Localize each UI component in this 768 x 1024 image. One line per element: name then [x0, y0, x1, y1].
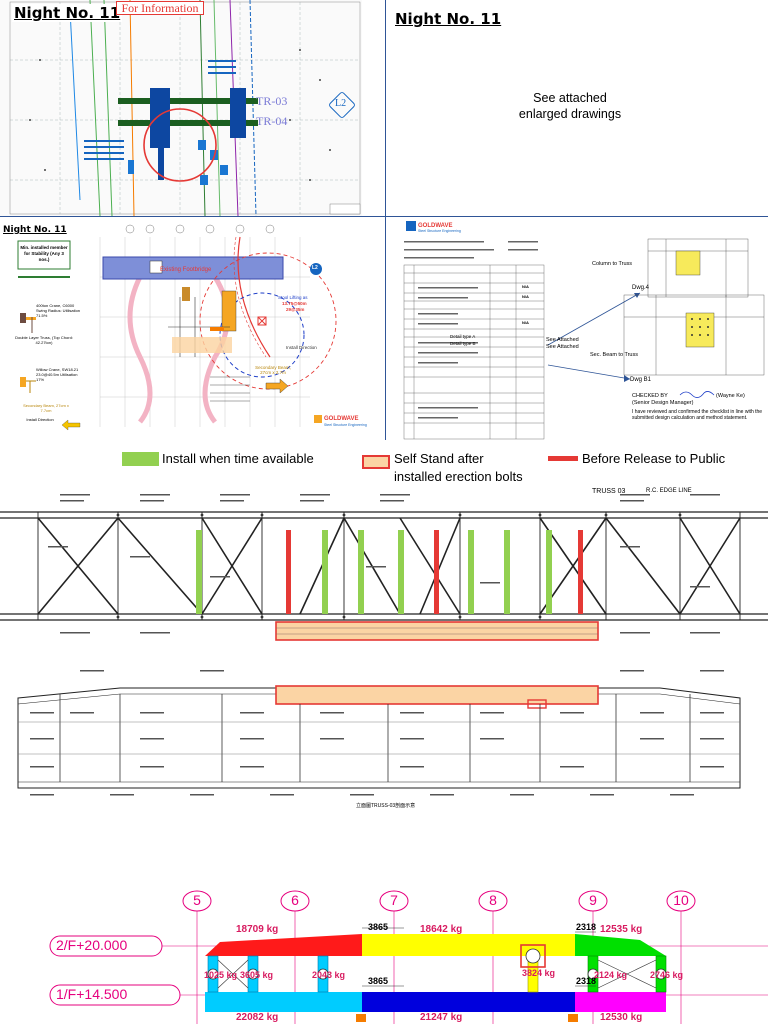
footbridge-label: Existing Footbridge — [160, 267, 212, 273]
dim-label-2: 3865 — [368, 976, 389, 986]
column-weight-3: 2043 kg — [312, 970, 346, 980]
truss-text: Double Layer Truss, (Top Chord: 42.27ton… — [15, 335, 73, 345]
na-label-2: N/A — [522, 294, 529, 299]
legend-swatch-self-stand — [362, 455, 390, 469]
top-right-title: Night No. 11 — [395, 10, 502, 28]
checklist-logo-icon — [406, 221, 416, 231]
grid-label-8: 8 — [489, 892, 497, 908]
divider-vertical-mid — [385, 216, 386, 440]
column-weight-5: 2124 kg — [594, 970, 628, 980]
na-label-1: N/A — [522, 284, 529, 289]
see-attached-line1: See attached — [533, 91, 607, 105]
goldwave-logo-icon — [314, 415, 322, 423]
dim-label-3: 2318 — [576, 922, 597, 932]
install-direction-text-2: Install Direction — [286, 345, 317, 350]
see-attached-note: See attached enlarged drawings — [490, 90, 650, 122]
checked-name: (Wayne Ke) — [716, 393, 745, 399]
legend-label-install: Install when time available — [162, 451, 314, 466]
detail-type-a: Detail type A — [450, 334, 476, 339]
tr04-label: TR-04 — [256, 114, 288, 128]
lifting-radius-val2: 29@35m — [286, 307, 305, 312]
see-attached-label-2: See Attached — [546, 344, 579, 350]
rc-edge-line-label: R.C. EDGE LINE — [646, 488, 692, 494]
l2-bubble-label: L2 — [312, 265, 318, 271]
goldwave-logo-text: GOLDWAVE — [324, 416, 359, 422]
divider-horizontal-1 — [0, 216, 768, 217]
divider-vertical-top — [385, 0, 386, 216]
detail-type-b: Detail type B — [450, 341, 476, 346]
na-label-3: N/A — [522, 320, 529, 325]
checked-role: (Senior Design Manager) — [632, 400, 694, 406]
checklist-logo-subtext: Steel Structure Engineering — [418, 229, 461, 233]
level-label-1f: 1/F+14.500 — [56, 986, 128, 1002]
site-plan-drawing: Night No. 11 For Information TR-03 TR-04… — [0, 0, 362, 216]
see-attached-line2: enlarged drawings — [518, 107, 622, 121]
legend-swatch-red — [548, 456, 578, 461]
grid-label-10: 10 — [673, 892, 689, 908]
lifting-radius-val1: 13.75@50m — [282, 301, 307, 306]
crane-plan-panel: Night No. 11 Min. installed member for S… — [0, 217, 385, 440]
checked-by-label: CHECKED BY — [632, 393, 668, 399]
column-weight-4: 3824 kg — [522, 968, 556, 978]
crane2-text: Willow Crane, SW18.21 23.0@40.5m Utilisa… — [36, 367, 79, 382]
top-left-title: Night No. 11 — [12, 4, 123, 22]
mid-left-title: Night No. 11 — [3, 225, 67, 235]
legend-label-before-release: Before Release to Public — [582, 451, 726, 466]
sec-beam-to-truss-label: Sec. Beam to Truss — [590, 352, 638, 358]
stability-box-title: Min. installed member for Stability (Any… — [20, 245, 68, 262]
column-to-truss-label: Column to Truss — [592, 261, 633, 267]
lifting-radius-label: Stool Lifting as — [278, 295, 308, 300]
review-statement: I have reviewed and confirmed the checkl… — [632, 409, 763, 421]
section-caption: 立面圖TRUSS-03剖面示意 — [356, 803, 416, 809]
column-weight-1: 1025 kg — [204, 970, 238, 980]
truss-section-drawing: 立面圖TRUSS-03剖面示意 — [0, 662, 768, 814]
grid-label-9: 9 — [589, 892, 597, 908]
grid-label-5: 5 — [193, 892, 201, 908]
l2-label: L2 — [335, 98, 347, 109]
bottom-weight-3: 12530 kg — [600, 1012, 643, 1023]
grid-label-6: 6 — [291, 892, 299, 908]
level-label-2f: 2/F+20.000 — [56, 937, 128, 953]
crane1-text: 400ton Crane, C6000 Swing Radius: Utilis… — [36, 303, 81, 318]
weight-diagram: 5 6 7 8 9 10 2/F+20.000 1/F+14.500 18709… — [0, 884, 768, 1024]
top-weight-3: 12535 kg — [600, 924, 643, 935]
for-information-stamp: For Information — [116, 1, 204, 15]
install-direction-text: Install Direction — [26, 417, 54, 422]
top-weight-2: 18642 kg — [420, 924, 463, 935]
legend-swatch-green — [122, 452, 159, 466]
tr03-label: TR-03 — [256, 94, 288, 108]
goldwave-logo-subtext: Steel Structure Engineering — [324, 423, 367, 427]
dim-label-1: 3865 — [368, 922, 389, 932]
bottom-weight-1: 22082 kg — [236, 1012, 279, 1023]
goldwave-logo: GOLDWAVE — [314, 415, 359, 423]
see-attached-label-1: See Attached — [546, 337, 579, 343]
grid-label-7: 7 — [390, 892, 398, 908]
legend-label-self-stand-2: installed erection bolts — [394, 469, 523, 484]
checklist-panel: GOLDWAVE Steel Structure Engineering Col… — [386, 217, 768, 440]
secondary-beam-text-2: Secondary Beam, 27cm x 2.7m — [255, 365, 291, 375]
legend-label-self-stand-1: Self Stand after — [394, 451, 484, 466]
column-weight-6: 2746 kg — [650, 970, 684, 980]
top-weight-1: 18709 kg — [236, 924, 279, 935]
bottom-weight-2: 21247 kg — [420, 1012, 463, 1023]
truss-elevation-drawing: TRUSS 03 R.C. EDGE LINE — [0, 486, 768, 648]
dwg-b1-label: Dwg B1 — [630, 377, 652, 383]
checklist-logo-text: GOLDWAVE — [418, 223, 453, 229]
secondary-beam-text: Secondary Beam, 27cm x 7.7cm — [23, 403, 69, 413]
column-weight-2: 3605 kg — [240, 970, 274, 980]
dim-label-4: 2318 — [576, 976, 597, 986]
truss-03-label: TRUSS 03 — [592, 488, 626, 495]
dwg4-label: Dwg.4 — [632, 285, 650, 291]
checklist-logo: GOLDWAVE — [406, 221, 453, 231]
